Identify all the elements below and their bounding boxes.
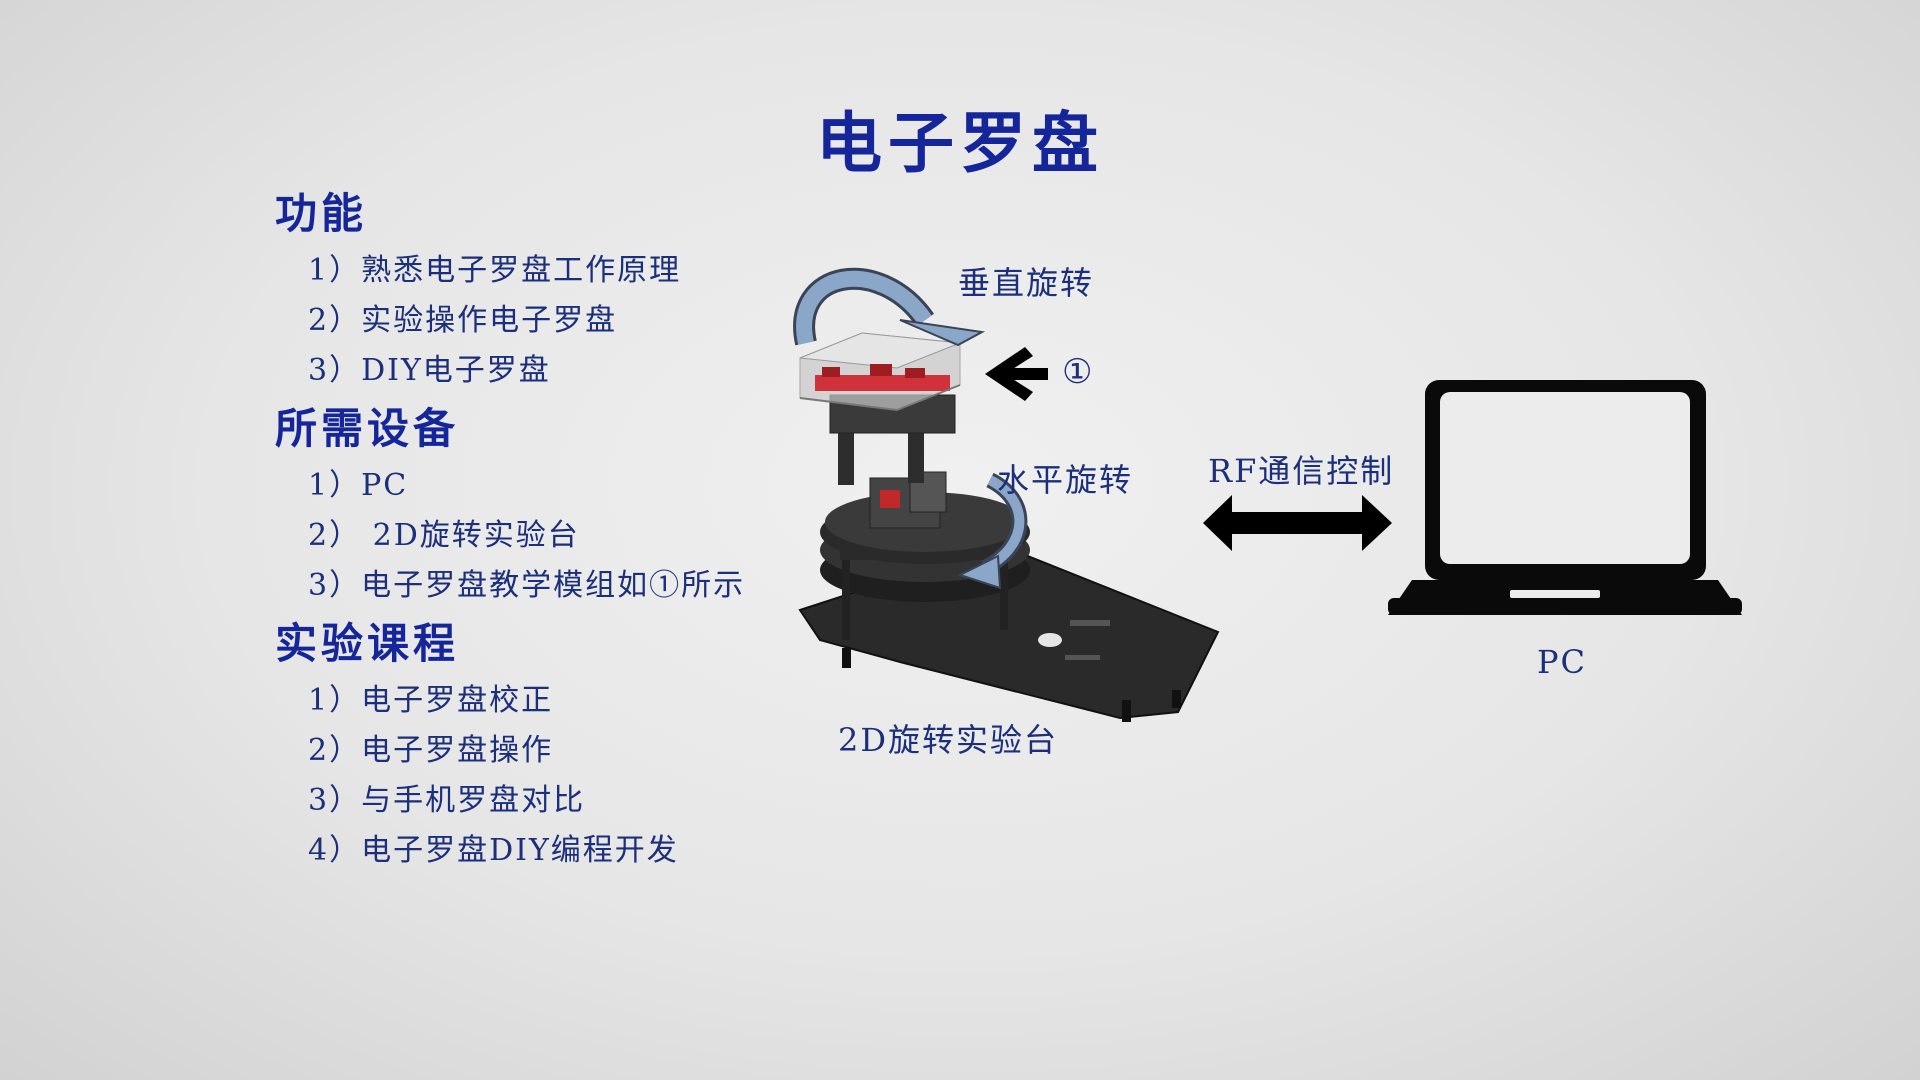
list-item: 3）电子罗盘教学模组如①所示	[308, 568, 746, 603]
pc-label: PC	[1537, 643, 1588, 681]
list-item: 1）熟悉电子罗盘工作原理	[308, 253, 682, 288]
section-heading-equipment: 所需设备	[275, 404, 460, 453]
list-item: 2） 2D旋转实验台	[308, 518, 580, 553]
list-item: 4）电子罗盘DIY编程开发	[308, 833, 679, 868]
section-heading-courses: 实验课程	[275, 619, 460, 668]
list-item: 2）电子罗盘操作	[308, 733, 554, 768]
list-item: 1）电子罗盘校正	[308, 683, 554, 718]
list-item: 2）实验操作电子罗盘	[308, 303, 618, 338]
platform-label: 2D旋转实验台	[838, 721, 1059, 759]
module-marker-label: ①	[1062, 352, 1095, 392]
rf-double-arrow	[1203, 495, 1392, 551]
page-title: 电子罗盘	[816, 104, 1104, 182]
horizontal-rotation-arrow	[957, 472, 1028, 590]
list-item: 3）与手机罗盘对比	[308, 783, 586, 818]
laptop-icon	[1388, 380, 1742, 615]
vertical-rotation-label: 垂直旋转	[958, 264, 1095, 302]
vertical-rotation-arrow	[793, 267, 986, 347]
rotation-platform-illustration	[798, 332, 1220, 722]
rf-control-label: RF通信控制	[1208, 452, 1395, 490]
module-pointer-arrow	[985, 347, 1048, 401]
horizontal-rotation-label: 水平旋转	[997, 461, 1134, 499]
section-heading-function: 功能	[275, 189, 368, 238]
list-item: 1）PC	[308, 468, 409, 503]
list-item: 3）DIY电子罗盘	[308, 353, 551, 388]
